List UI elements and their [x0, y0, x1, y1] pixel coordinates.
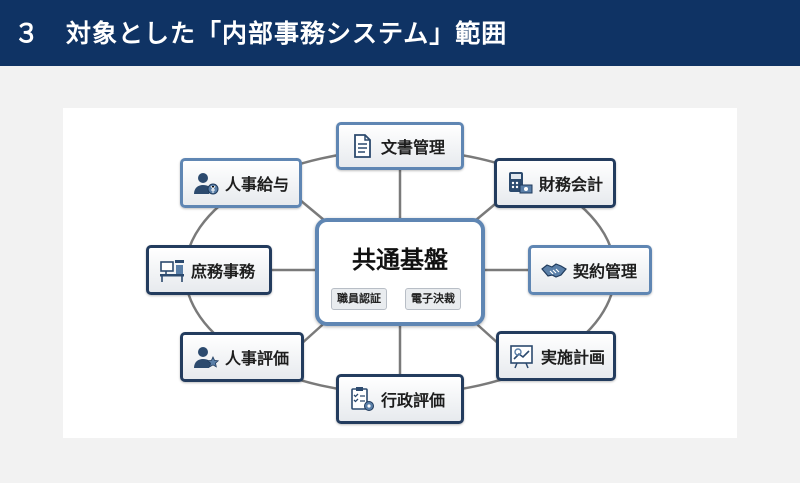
core-platform-title: 共通基盤 [352, 246, 448, 274]
checklist-gear-icon [349, 386, 375, 412]
desk-icon [159, 257, 185, 283]
node-label: 文書管理 [381, 138, 446, 157]
node-general-affairs: 庶務事務 [146, 245, 272, 295]
node-document-management: 文書管理 [336, 122, 464, 170]
core-platform-box: 共通基盤 職員認証 電子決裁 [315, 218, 485, 326]
node-label: 契約管理 [573, 262, 638, 281]
node-label: 人事給与 [225, 175, 290, 194]
node-label: 人事評価 [225, 349, 290, 368]
header-bar: ３ 対象とした「内部事務システム」範囲 [0, 0, 800, 66]
node-implementation-plan: 実施計画 [496, 331, 616, 381]
node-administrative-evaluation: 行政評価 [336, 374, 464, 424]
tag-e-approval: 電子決裁 [405, 288, 461, 310]
node-financial-accounting: 財務会計 [494, 158, 616, 208]
node-label: 財務会計 [539, 175, 604, 194]
node-label: 庶務事務 [191, 262, 256, 281]
person-star-icon [193, 344, 219, 370]
calculator-money-icon [507, 170, 533, 196]
node-personnel-payroll: 人事給与 [180, 158, 302, 208]
document-icon [349, 133, 375, 159]
node-label: 実施計画 [541, 348, 606, 367]
node-contract-management: 契約管理 [528, 245, 652, 295]
person-yen-icon [193, 170, 219, 196]
node-personnel-evaluation: 人事評価 [180, 332, 304, 382]
tag-staff-auth: 職員認証 [331, 288, 387, 310]
page-title: ３ 対象とした「内部事務システム」範囲 [14, 19, 508, 48]
node-label: 行政評価 [381, 391, 446, 410]
chart-board-icon [509, 343, 535, 369]
handshake-icon [541, 257, 567, 283]
